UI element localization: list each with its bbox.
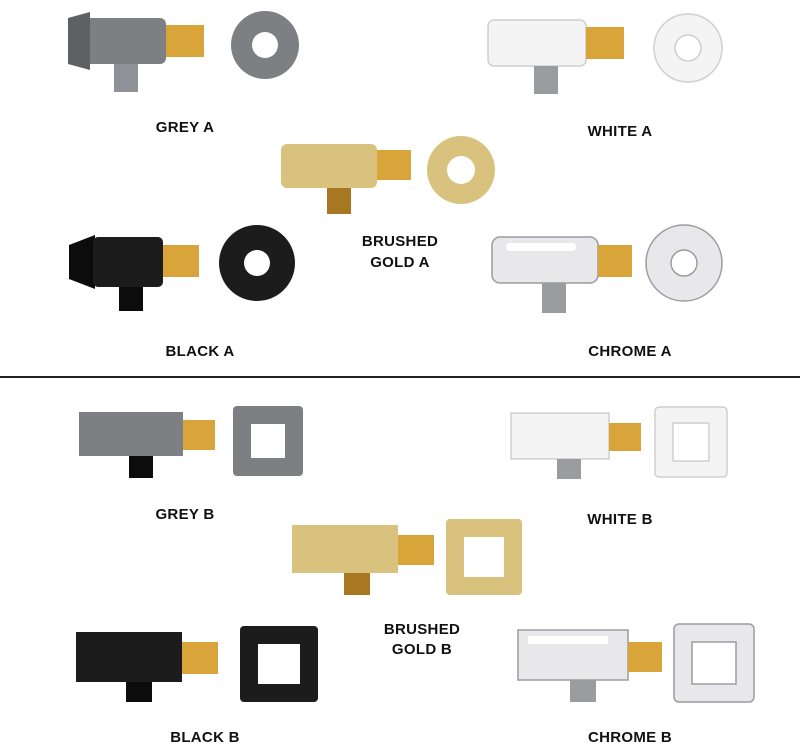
section-divider (0, 376, 800, 378)
black-b-body (76, 632, 182, 682)
black-b-flange-hole (258, 644, 300, 684)
label-white-b: WHITE B (587, 511, 653, 528)
gold-b-outlet (344, 573, 370, 595)
grey-b-flange-hole (251, 424, 285, 458)
grey-b-image (79, 406, 303, 478)
white-a-image (487, 13, 723, 94)
brushed-gold-a-image (281, 136, 495, 214)
label-brushed-gold-a-line1: BRUSHED (361, 233, 439, 250)
white-b-thread (609, 423, 641, 451)
black-a-flange-hole (244, 250, 270, 276)
white-b-outlet (557, 459, 581, 479)
white-a-outlet (534, 66, 558, 94)
grey-a-holder (68, 12, 90, 70)
white-a-thread (586, 27, 624, 59)
label-brushed-gold-b-line2: GOLD B (391, 641, 453, 658)
chrome-a-highlight (506, 243, 576, 251)
black-a-image (69, 225, 295, 311)
chrome-a-thread (598, 245, 632, 277)
black-a-body (93, 237, 163, 287)
product-brushed-gold-a (275, 130, 505, 220)
chrome-a-image (491, 224, 723, 313)
white-b-body (510, 412, 610, 460)
label-brushed-gold-a-line2: GOLD A (370, 254, 430, 271)
chrome-b-thread (628, 642, 662, 672)
chrome-b-highlight (528, 636, 608, 644)
gold-b-body (292, 525, 398, 573)
black-a-thread (163, 245, 199, 277)
grey-a-outlet (114, 64, 138, 92)
grey-a-thread (166, 25, 204, 57)
label-black-b: BLACK B (170, 729, 240, 746)
chrome-a-outlet (542, 283, 566, 313)
black-a-holder (69, 235, 95, 289)
product-chrome-b (514, 620, 764, 710)
product-white-a (480, 12, 750, 107)
brushed-gold-b-image (292, 519, 522, 595)
grey-b-outlet (129, 456, 153, 478)
white-a-body (487, 19, 587, 67)
white-b-image (510, 406, 728, 479)
white-a-flange-hole (674, 34, 702, 62)
chrome-b-image (517, 623, 755, 703)
grey-a-body (68, 18, 166, 64)
gold-a-flange-hole (447, 156, 475, 184)
product-brushed-gold-b (288, 515, 528, 605)
grey-a-image (68, 11, 299, 92)
gold-b-flange-hole (464, 537, 504, 577)
label-chrome-b: CHROME B (587, 729, 673, 746)
product-black-a (65, 225, 305, 320)
black-a-outlet (119, 287, 143, 311)
black-b-outlet (126, 682, 152, 702)
grey-b-body (79, 412, 183, 456)
product-grey-a (60, 10, 310, 105)
gold-a-outlet (327, 188, 351, 214)
label-white-a: WHITE A (587, 123, 653, 140)
product-black-b (72, 622, 332, 707)
chrome-b-outlet (570, 680, 596, 702)
white-b-flange-hole (672, 422, 710, 462)
grey-b-thread (183, 420, 215, 450)
label-chrome-a: CHROME A (588, 343, 672, 360)
label-grey-b: GREY B (155, 506, 215, 523)
black-b-thread (182, 642, 218, 674)
label-brushed-gold-b-line1: BRUSHED (383, 621, 461, 638)
label-black-a: BLACK A (165, 343, 235, 360)
label-grey-a: GREY A (155, 119, 215, 136)
chrome-a-flange-hole (670, 249, 698, 277)
product-grey-b (75, 400, 315, 485)
product-chrome-a (488, 224, 738, 320)
gold-a-body (281, 144, 377, 188)
gold-b-thread (398, 535, 434, 565)
black-b-image (76, 626, 318, 702)
chrome-b-flange-hole (691, 641, 737, 685)
grey-a-flange-hole (252, 32, 278, 58)
gold-a-thread (377, 150, 411, 180)
product-white-b (507, 403, 747, 488)
